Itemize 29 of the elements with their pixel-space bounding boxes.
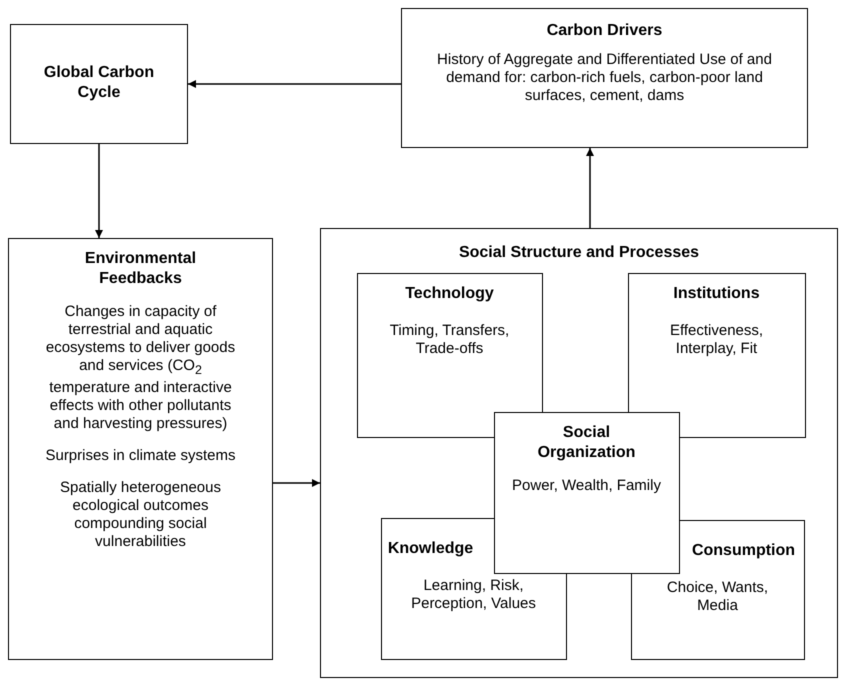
box-heading: Environmental Feedbacks [84,249,198,289]
arrow [188,80,401,88]
box-text: History of Aggregate and Differentiated Use of and demand for: carbon-rich fuels, carbon-poor land surfaces, cement, dams [436,51,773,105]
arrow [273,479,320,487]
box-heading: Knowledge [386,538,474,558]
box-heading: Technology [404,284,495,304]
process-box [320,228,838,678]
box-heading: Social Organization [536,422,636,462]
process-box [401,8,808,148]
box-heading: Carbon Drivers [546,21,664,41]
box-text: Choice, Wants, Media [666,578,770,614]
sub-process-box [628,272,806,438]
box-heading: Institutions [672,284,761,304]
arrow [95,144,103,238]
process-box [8,238,273,660]
process-box [10,24,188,144]
box-text: Surprises in climate systems [44,447,237,465]
box-text: Spatially heterogeneous ecological outcomes compounding social vulnerabilities [59,479,222,551]
sub-process-box [356,272,542,438]
box-text: Timing, Transfers, Trade-offs [388,322,510,358]
box-heading: Social Structure and Processes [458,243,700,263]
box-text: Learning, Risk, Perception, Values [410,576,537,612]
box-text: Power, Wealth, Family [511,476,662,494]
box-heading: Consumption [690,540,796,560]
arrow [586,148,594,228]
box-text: Changes in capacity of terrestrial and aquatic ecosystems to deliver goods and services (CO$_{2}$ temperature and interactive effects with other pollutants and harvesting pressures) [44,303,236,433]
box-text: Effectiveness, Interplay, Fit [668,322,764,358]
sub-process-box [494,412,680,574]
box-heading: Global Carbon Cycle [42,63,156,103]
